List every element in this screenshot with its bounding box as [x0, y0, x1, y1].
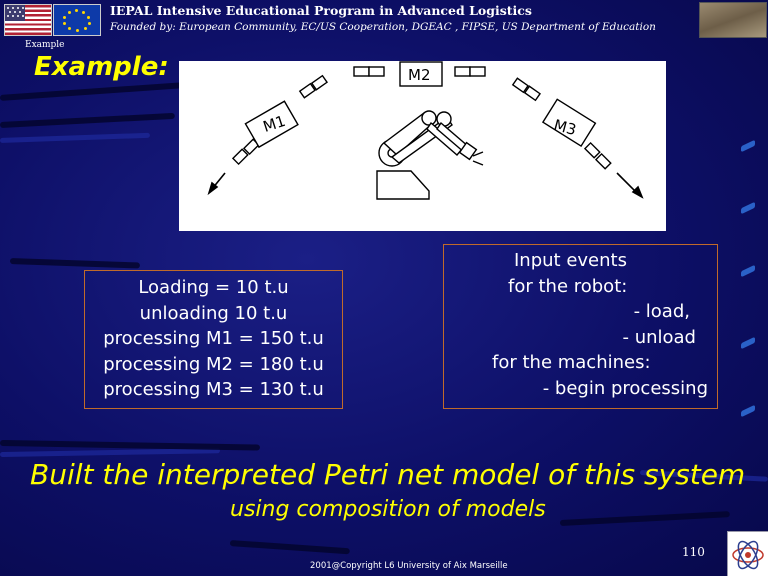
input-events-title: Input events: [514, 250, 627, 271]
conveyor-part: [469, 66, 486, 77]
unloading-time: unloading 10 t.u: [139, 302, 288, 324]
processing-times-box: Loading = 10 t.u unloading 10 t.u proces…: [84, 270, 343, 409]
conveyor-part: [454, 66, 471, 77]
conveyor-part: [298, 82, 317, 99]
robot-event-load: - load,: [633, 301, 690, 322]
processing-m2-time: processing M2 = 180 t.u: [103, 353, 324, 375]
page-number: 110: [682, 545, 705, 559]
conveyor-part: [594, 152, 612, 170]
label-m2: M2: [408, 66, 431, 84]
copyright-notice: 2001@Copyright L6 University of Aix Mars…: [310, 561, 508, 571]
background-accent: [741, 336, 755, 350]
output-arrow: [616, 172, 638, 194]
background-accent: [741, 201, 755, 215]
robot-arm-icon: [376, 110, 484, 200]
label-m3: M3: [552, 116, 578, 139]
machine-event-begin: - begin processing: [542, 377, 708, 399]
machine-m3-box: [541, 98, 597, 148]
background-accent: [741, 404, 755, 418]
background-streak: [559, 511, 730, 526]
arrow-head: [207, 181, 219, 196]
university-logo: [727, 531, 768, 576]
robot-event-unload: - unload: [622, 326, 696, 348]
us-flag-logo: [4, 4, 52, 36]
slide-heading: Example:: [34, 52, 169, 82]
background-accent: [741, 139, 755, 153]
conveyor-part: [583, 141, 601, 159]
background-streak: [0, 448, 221, 457]
processing-m1-time: processing M1 = 150 t.u: [103, 328, 324, 349]
conveyor-part: [231, 148, 249, 166]
arrow-head: [631, 185, 644, 199]
conveyor-part: [511, 77, 530, 94]
machine-m2-box: [399, 61, 443, 87]
machine-heading: for the machines:: [492, 352, 651, 373]
task-statement: Built the interpreted Petri net model of…: [30, 458, 746, 491]
atom-logo-icon: [732, 540, 764, 570]
processing-m3-time: processing M3 = 130 t.u: [103, 379, 324, 400]
background-streak: [229, 540, 350, 555]
task-statement-continued: using composition of models: [230, 497, 546, 522]
conveyor-part: [310, 74, 329, 91]
loading-time: Loading = 10 t.u: [138, 277, 289, 298]
program-funders: Founded by: European Community, EC/US Co…: [110, 21, 656, 33]
conveyor-part: [353, 66, 370, 77]
background-streak: [0, 132, 150, 143]
manufacturing-cell-diagram: M1 M2 M3: [179, 61, 666, 231]
conveyor-part: [523, 85, 542, 102]
input-events-box: Input events for the robot: - load, - un…: [443, 244, 718, 409]
breadcrumb: Example: [25, 40, 65, 50]
program-title: IEPAL Intensive Educational Program in A…: [110, 3, 532, 18]
university-building-logo: [699, 2, 767, 38]
background-accent: [741, 264, 755, 278]
robot-cell-drawing: M1 M2 M3: [207, 61, 644, 200]
background-streak: [9, 258, 141, 269]
robot-base: [376, 170, 430, 200]
robot-heading: for the robot:: [508, 275, 628, 297]
eu-flag-logo: [53, 4, 101, 36]
machine-m1-box: [244, 100, 299, 149]
background-streak: [0, 112, 175, 128]
conveyor-part: [368, 66, 385, 77]
